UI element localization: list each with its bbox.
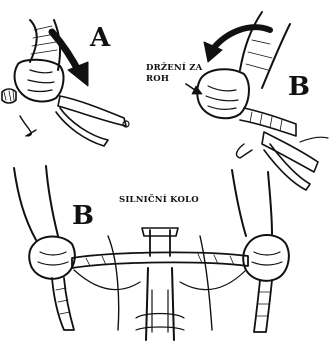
panel-a-arrowhead [68, 62, 88, 86]
bottom-stem-cap [142, 228, 178, 236]
bottom-head-tube [146, 268, 174, 340]
grip-caption-line1: DRŽENÍ ZA [146, 63, 216, 74]
bottom-right-drop [254, 280, 272, 332]
bottom-frame-right [200, 236, 212, 330]
bottom-right-arm [232, 170, 272, 236]
panel-b-brake-lever [264, 144, 310, 190]
bottom-fork [152, 290, 168, 332]
panel-b-arrow [212, 27, 270, 50]
bottom-wheel [136, 314, 184, 331]
bottom-cable-left [74, 270, 140, 290]
panel-b-brake-body [262, 132, 318, 172]
bottom-left-arm [14, 166, 58, 240]
grip-caption-line2: ROH [146, 74, 216, 85]
panel-a-cable [20, 116, 36, 136]
panel-b-bar-tape [250, 112, 282, 131]
bottom-right-fingers [252, 252, 282, 265]
grip-caption: DRŽENÍ ZA ROH [146, 63, 216, 84]
panel-a-fingers [28, 70, 54, 92]
panel-a-brake-body [58, 96, 126, 126]
bottom-left-drop [52, 278, 74, 330]
panel-b-fingers [206, 86, 238, 109]
panel-b-cable-end [300, 137, 328, 142]
panel-a-bar-tape [4, 91, 14, 101]
bottom-frame-left [108, 236, 119, 330]
panel-a-hand [15, 60, 64, 102]
bottom-left-hand [29, 237, 75, 279]
bottom-cable-right [180, 270, 246, 290]
bottom-left-fingers [38, 252, 68, 265]
bottom-handlebar [72, 252, 248, 268]
panel-b-pointer-head [192, 86, 202, 94]
panel-b-top-label: B [288, 74, 310, 100]
panel-b-handlebar [240, 108, 296, 136]
panel-b-cable [237, 144, 252, 158]
bottom-drawing [14, 166, 289, 340]
panel-b-sleeve-hatching [246, 40, 272, 70]
panel-a-label: A [90, 25, 110, 51]
panel-b-bottom-label: B [72, 203, 94, 229]
bottom-right-hand [243, 235, 289, 281]
panel-b-forearm [240, 12, 290, 88]
road-bike-caption: SILNIČNÍ KOLO [119, 195, 199, 206]
